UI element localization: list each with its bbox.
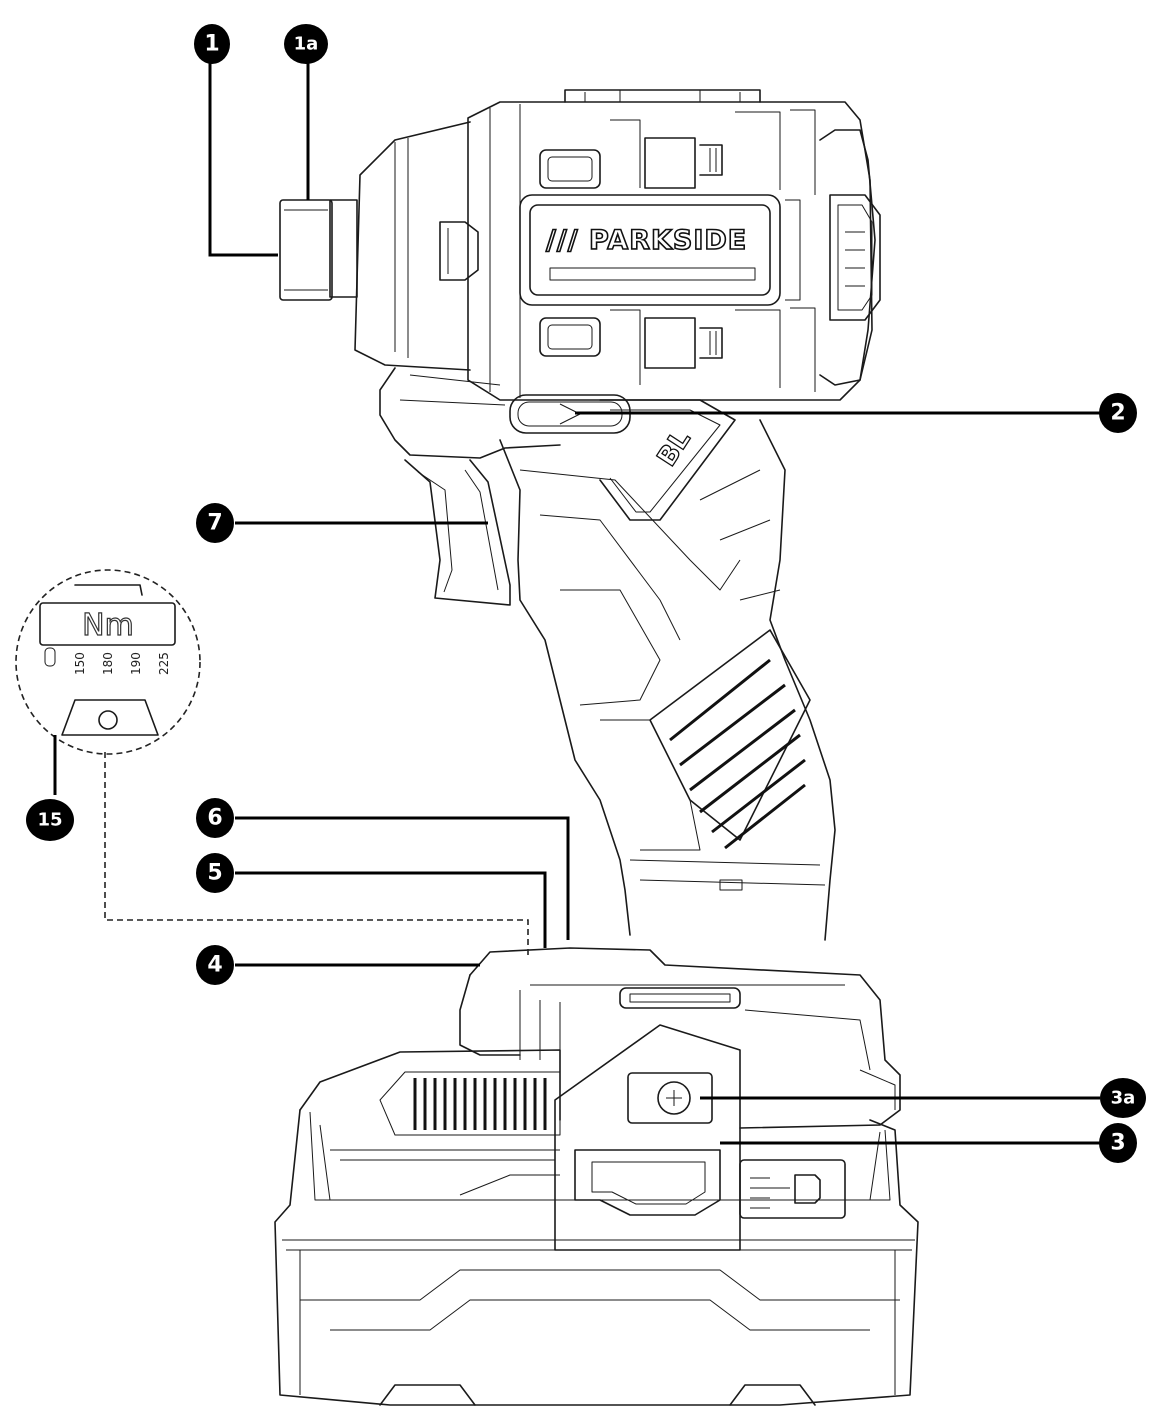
callout-15: 15: [26, 799, 74, 841]
brand-text: /// PARKSIDE: [546, 225, 747, 256]
torque-detail-inset: Nm 150 180 190 225: [15, 569, 529, 955]
callout-3: 3: [1099, 1123, 1137, 1163]
callout-7-label: 7: [207, 511, 222, 536]
torque-value-3: 190: [129, 652, 143, 675]
battery-vents: [379, 1071, 561, 1136]
leader-lines: [53, 58, 1100, 1145]
belt-clip: [554, 1024, 741, 1251]
callout-4: 4: [196, 945, 234, 985]
grip-texture: [649, 629, 811, 850]
torque-value-2: 180: [101, 652, 115, 675]
motor-head: /// PARKSIDE: [279, 89, 881, 434]
callout-5-label: 5: [207, 861, 222, 886]
callout-6: 6: [196, 798, 234, 838]
callout-1a: 1a: [284, 24, 328, 64]
battery-pack: [274, 947, 919, 1406]
callout-2: 2: [1099, 393, 1137, 433]
callout-4-label: 4: [207, 953, 222, 978]
callout-1a-label: 1a: [294, 34, 319, 55]
torque-value-4: 225: [157, 652, 171, 675]
callout-6-label: 6: [207, 806, 222, 831]
callout-3-label: 3: [1110, 1131, 1125, 1156]
callout-3a: 3a: [1100, 1078, 1146, 1118]
callout-7: 7: [196, 503, 234, 543]
torque-unit-label: Nm: [82, 608, 134, 643]
callout-3a-label: 3a: [1111, 1088, 1136, 1109]
torque-value-1: 150: [73, 652, 87, 675]
callout-1: 1: [194, 24, 230, 64]
handle: BL: [379, 367, 836, 941]
callout-1-label: 1: [204, 32, 219, 57]
callout-2-label: 2: [1110, 401, 1125, 426]
callout-15-label: 15: [37, 810, 62, 831]
callout-5: 5: [196, 853, 234, 893]
housing-text: BL: [652, 425, 697, 472]
